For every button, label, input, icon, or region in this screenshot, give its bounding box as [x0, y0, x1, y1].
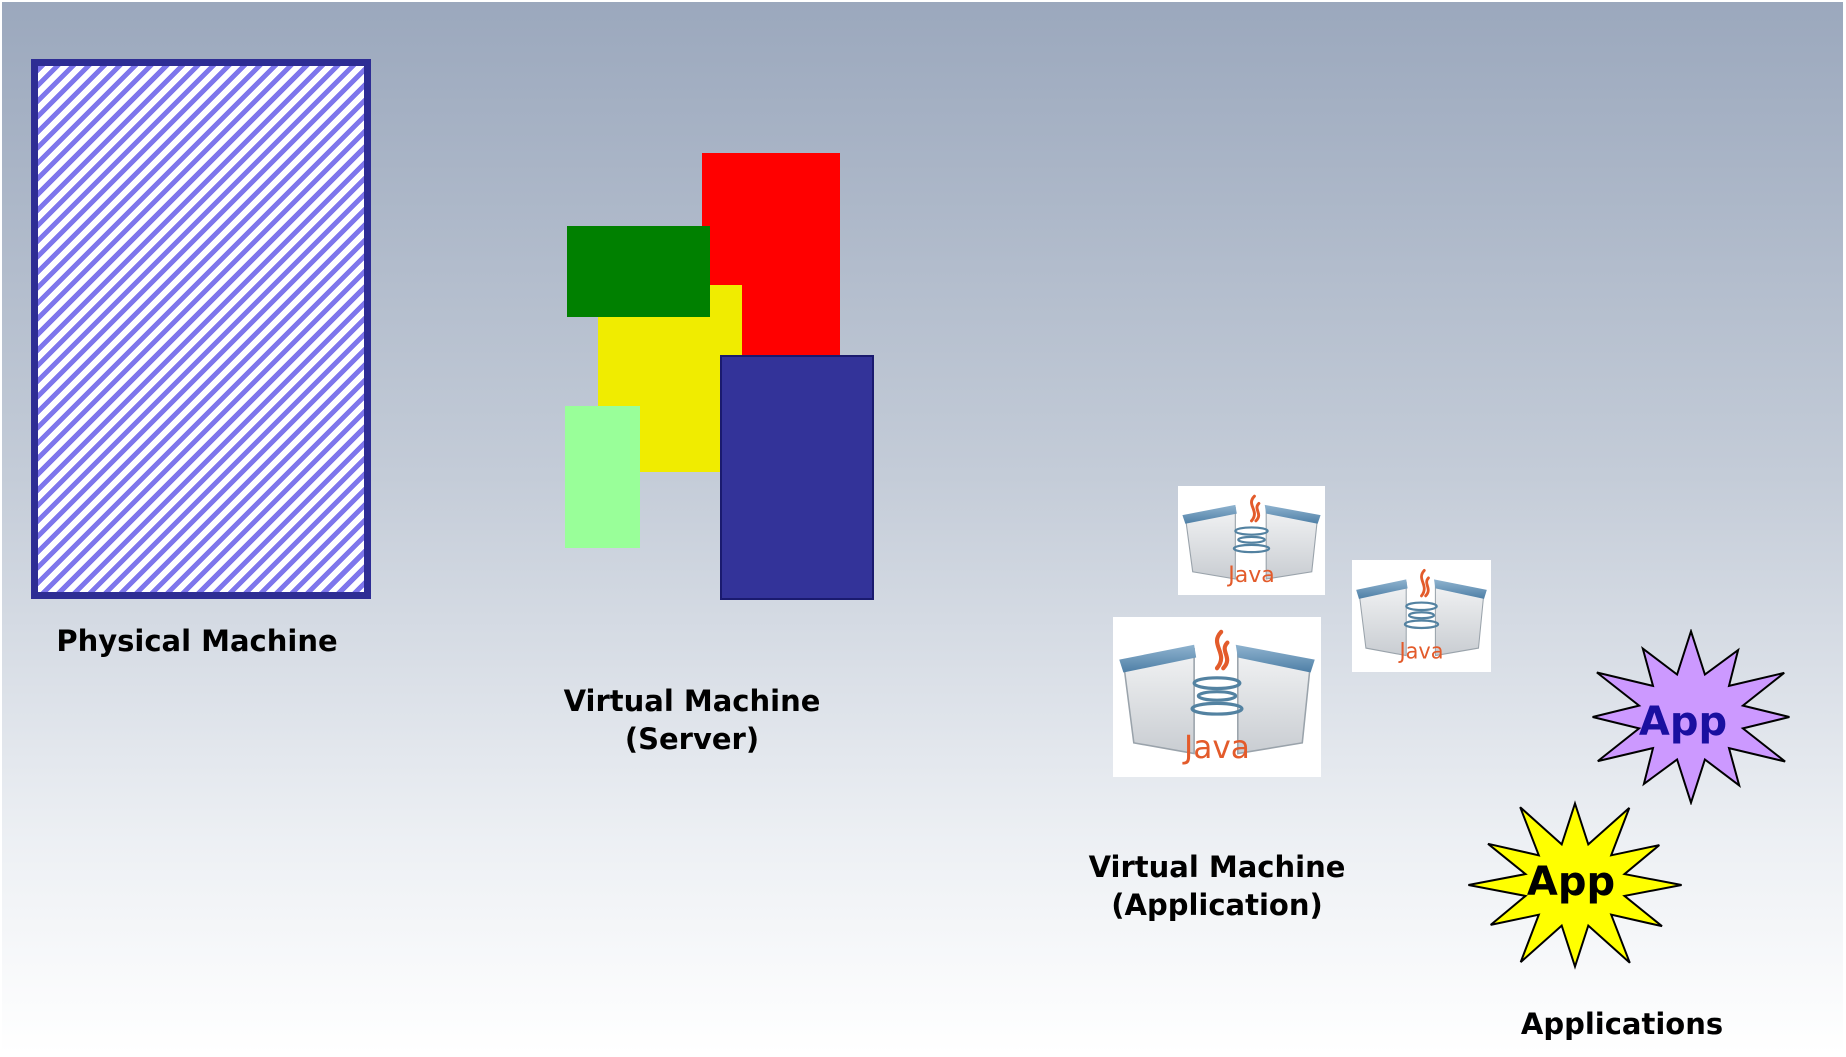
starburst-icon: App [1468, 800, 1682, 970]
app-burst-purple-text: App [1639, 699, 1727, 745]
vm-application-label-line1: Virtual Machine [1088, 850, 1346, 884]
java-wordmark: Java [1226, 563, 1275, 588]
applications-label: Applications [1520, 1007, 1724, 1041]
vm-server-label: Virtual Machine (Server) [542, 682, 842, 758]
physical-machine-box [31, 59, 371, 599]
java-container-icon: Java [1178, 486, 1325, 595]
app-burst-yellow-text: App [1527, 859, 1615, 905]
java-wordmark: Java [1398, 639, 1444, 665]
vm-server-label-line2: (Server) [624, 722, 760, 756]
vm-block-navy [720, 355, 874, 600]
vm-block-green [567, 226, 710, 317]
java-container-icon: Java [1352, 560, 1491, 672]
vm-server-label-line1: Virtual Machine [563, 684, 821, 718]
java-wordmark: Java [1182, 729, 1250, 765]
java-container-icon: Java [1113, 617, 1321, 777]
physical-machine-label: Physical Machine [56, 624, 338, 658]
starburst-icon: App [1592, 629, 1790, 805]
vm-application-label-line2: (Application) [1111, 888, 1323, 922]
vm-block-lightgreen [565, 406, 640, 548]
vm-application-label: Virtual Machine (Application) [1062, 848, 1372, 924]
